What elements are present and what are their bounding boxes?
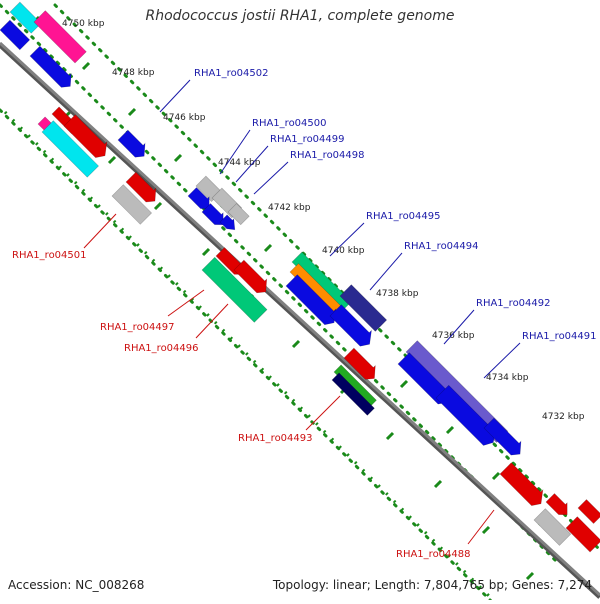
- dotted-guide-line: [3, 110, 492, 599]
- label-leader-line: [83, 213, 117, 249]
- gene-label-rha1_ro04502[interactable]: RHA1_ro04502: [194, 68, 269, 79]
- label-leader-line: [369, 252, 403, 291]
- ruler-tick: [525, 571, 535, 581]
- gene-feature-red: [63, 114, 108, 158]
- label-leader-line: [467, 509, 495, 545]
- ruler-tick: [81, 61, 91, 71]
- gene-label-rha1_ro04497[interactable]: RHA1_ro04497: [100, 322, 175, 333]
- dotted-guide-line: [0, 108, 497, 604]
- gene-feature-blue: [117, 129, 146, 158]
- gene-label-rha1_ro04493[interactable]: RHA1_ro04493: [238, 433, 313, 444]
- gene-label-rha1_ro04496[interactable]: RHA1_ro04496: [124, 343, 199, 354]
- ruler-tick: [153, 201, 163, 211]
- gene-feature-magenta: [33, 10, 87, 64]
- gene-feature-grey: [111, 184, 153, 225]
- gene-feature-red: [545, 493, 568, 516]
- ruler-label: 4748 kbp: [112, 68, 155, 78]
- label-leader-line: [167, 289, 205, 317]
- ruler-label: 4742 kbp: [268, 203, 311, 213]
- gene-label-rha1_ro04488[interactable]: RHA1_ro04488: [396, 549, 471, 560]
- ruler-label: 4744 kbp: [218, 158, 261, 168]
- gene-feature-red: [343, 347, 376, 380]
- label-leader-line: [235, 145, 269, 183]
- label-leader-line: [195, 303, 229, 339]
- ruler-tick: [445, 425, 455, 435]
- accession-text: Accession: NC_008268: [8, 578, 145, 592]
- ruler-tick: [491, 471, 501, 481]
- gene-feature-blue: [0, 19, 31, 51]
- label-leader-line: [253, 161, 289, 195]
- gene-feature-blue: [29, 45, 72, 88]
- gene-feature-blue: [329, 304, 372, 347]
- ruler-label: 4746 kbp: [163, 113, 206, 123]
- topology-summary: Topology: linear; Length: 7,804,765 bp; …: [272, 578, 592, 592]
- gene-label-rha1_ro04498[interactable]: RHA1_ro04498: [290, 150, 365, 161]
- ruler-tick: [201, 247, 211, 257]
- ruler-label: 4732 kbp: [542, 412, 585, 422]
- gene-feature-blue: [201, 203, 224, 226]
- gene-feature-darknavy: [331, 372, 375, 416]
- gene-feature-cyan: [41, 120, 99, 178]
- ruler-tick: [127, 107, 137, 117]
- ruler-tick: [433, 479, 443, 489]
- ruler-tick: [385, 431, 395, 441]
- gene-feature-teal: [201, 256, 268, 323]
- gene-label-rha1_ro04492[interactable]: RHA1_ro04492: [476, 298, 551, 309]
- gene-feature-navy: [339, 284, 388, 332]
- ruler-label: 4740 kbp: [322, 246, 365, 256]
- ruler-tick: [399, 379, 409, 389]
- gene-feature-blue: [187, 187, 210, 210]
- label-leader-line: [159, 79, 191, 113]
- gene-feature-red: [577, 499, 600, 524]
- ruler-tick: [263, 243, 273, 253]
- gene-feature-red: [565, 516, 600, 553]
- ruler-tick: [481, 525, 491, 535]
- ruler-tick: [107, 155, 117, 165]
- gene-feature-red: [125, 171, 157, 203]
- gene-feature-blue: [483, 417, 522, 456]
- dotted-guide-line: [53, 3, 600, 552]
- label-leader-line: [329, 222, 365, 257]
- label-leader-line: [483, 342, 521, 379]
- label-leader-line: [443, 309, 475, 345]
- gene-feature-grey: [533, 508, 572, 546]
- ruler-label: 4734 kbp: [486, 373, 529, 383]
- gene-feature-red: [233, 259, 268, 294]
- genome-backbone: [0, 41, 600, 597]
- genome-title: Rhodococcus jostii RHA1, complete genome: [145, 8, 455, 24]
- label-leader-line: [219, 129, 251, 175]
- gene-label-rha1_ro04501[interactable]: RHA1_ro04501: [12, 250, 87, 261]
- gene-feature-red: [499, 462, 544, 506]
- ruler-label: 4750 kbp: [62, 19, 105, 29]
- gene-feature-grey: [227, 203, 250, 226]
- gene-label-rha1_ro04499[interactable]: RHA1_ro04499: [270, 134, 345, 145]
- gene-label-rha1_ro04491[interactable]: RHA1_ro04491: [522, 331, 597, 342]
- ruler-label: 4738 kbp: [376, 289, 419, 299]
- ruler-tick: [173, 153, 183, 163]
- ruler-tick: [291, 339, 301, 349]
- ruler-label: 4736 kbp: [432, 331, 475, 341]
- gene-feature-blue: [219, 214, 236, 231]
- gene-label-rha1_ro04494[interactable]: RHA1_ro04494: [404, 241, 479, 252]
- gene-label-rha1_ro04495[interactable]: RHA1_ro04495: [366, 211, 441, 222]
- label-leader-line: [305, 395, 341, 431]
- gene-label-rha1_ro04500[interactable]: RHA1_ro04500: [252, 118, 327, 129]
